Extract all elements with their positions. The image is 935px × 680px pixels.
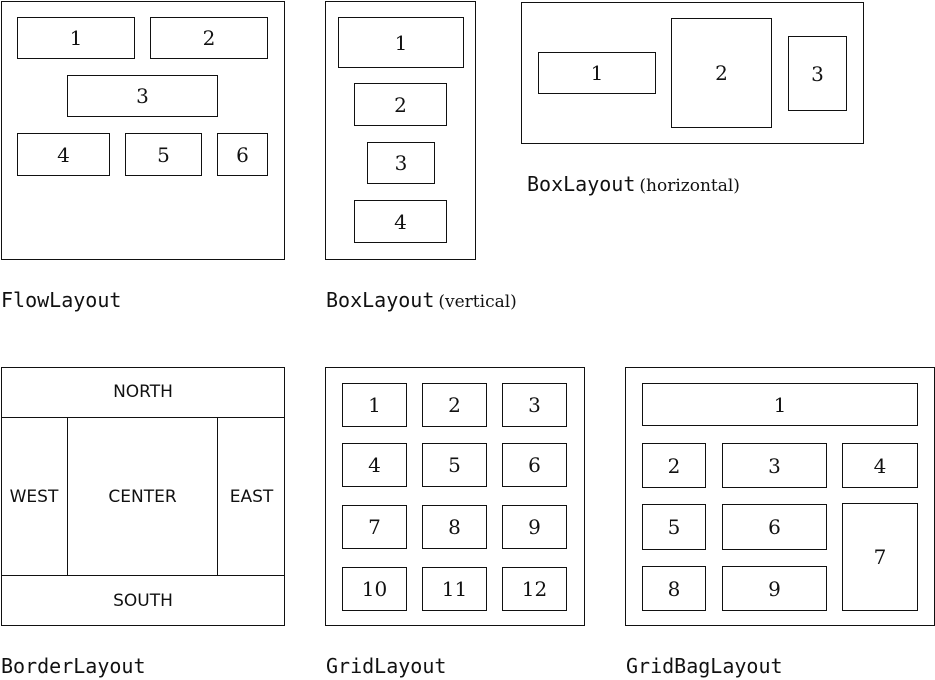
box-vertical-caption-note: (vertical) xyxy=(438,292,517,312)
grid-component-6: 6 xyxy=(502,443,567,487)
box-vertical-caption-code: BoxLayout xyxy=(326,288,435,312)
box-vertical-component-3: 3 xyxy=(367,142,435,184)
border-center-region: CENTER xyxy=(108,486,177,507)
gridbag-component-2: 2 xyxy=(642,443,706,488)
box-horizontal-component-2: 2 xyxy=(671,18,772,128)
gridbag-component-8: 8 xyxy=(642,566,706,611)
box-horizontal-component-1: 1 xyxy=(538,52,656,94)
gridbag-component-4: 4 xyxy=(842,443,918,488)
border-layout-container xyxy=(1,367,285,626)
box-vertical-component-1: 1 xyxy=(338,17,464,68)
box-horizontal-caption: BoxLayout (horizontal) xyxy=(527,172,740,196)
border-west-region: WEST xyxy=(1,417,68,576)
gridbag-component-1: 1 xyxy=(642,383,918,426)
grid-component-11: 11 xyxy=(422,567,487,611)
gridbag-component-7: 7 xyxy=(842,503,918,611)
flow-component-6: 6 xyxy=(217,133,268,176)
flow-component-3: 3 xyxy=(67,75,218,117)
grid-component-12: 12 xyxy=(502,567,567,611)
border-layout-caption: BorderLayout xyxy=(1,654,146,678)
grid-layout-caption: GridLayout xyxy=(326,654,447,678)
gridbag-component-6: 6 xyxy=(722,504,827,550)
border-east-region: EAST xyxy=(217,417,285,576)
flow-component-1: 1 xyxy=(17,17,135,59)
box-horizontal-caption-code: BoxLayout xyxy=(527,172,636,196)
flow-component-4: 4 xyxy=(17,133,110,176)
box-horizontal-component-3: 3 xyxy=(788,36,847,111)
grid-component-8: 8 xyxy=(422,505,487,549)
box-vertical-caption: BoxLayout (vertical) xyxy=(326,288,517,312)
grid-component-4: 4 xyxy=(342,443,407,487)
grid-component-10: 10 xyxy=(342,567,407,611)
gridbag-component-5: 5 xyxy=(642,504,706,550)
flow-layout-caption: FlowLayout xyxy=(1,288,122,312)
box-vertical-component-4: 4 xyxy=(354,200,447,243)
flow-component-2: 2 xyxy=(150,17,268,59)
grid-component-3: 3 xyxy=(502,383,567,427)
gridbag-component-9: 9 xyxy=(722,566,827,611)
grid-component-5: 5 xyxy=(422,443,487,487)
grid-component-2: 2 xyxy=(422,383,487,427)
gridbag-component-3: 3 xyxy=(722,443,827,488)
box-horizontal-caption-note: (horizontal) xyxy=(639,176,740,196)
grid-component-7: 7 xyxy=(342,505,407,549)
box-vertical-component-2: 2 xyxy=(354,83,447,126)
grid-component-9: 9 xyxy=(502,505,567,549)
flow-component-5: 5 xyxy=(125,133,202,176)
gridbag-layout-caption: GridBagLayout xyxy=(626,654,783,678)
grid-component-1: 1 xyxy=(342,383,407,427)
border-south-region: SOUTH xyxy=(1,575,285,626)
border-north-region: NORTH xyxy=(1,367,285,418)
